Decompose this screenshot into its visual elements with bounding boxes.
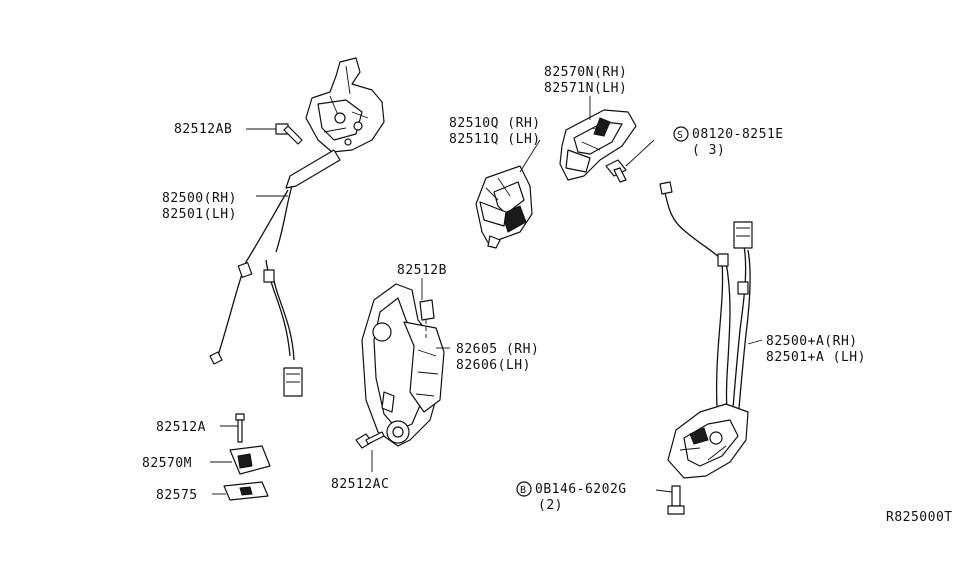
callout-labels: 82512AB 82500(RH) 82501(LH) 82510Q (RH) … bbox=[142, 65, 953, 525]
b-circle-icon bbox=[516, 481, 532, 497]
s-circle-icon bbox=[673, 126, 689, 142]
door-latch-assembly-right bbox=[659, 181, 753, 515]
label-82510q-rh: 82510Q (RH) bbox=[449, 116, 541, 131]
label-82606-lh: 82606(LH) bbox=[456, 358, 531, 373]
latch-bracket-part bbox=[559, 109, 637, 183]
remote-control-bracket bbox=[355, 283, 445, 449]
label-82575: 82575 bbox=[156, 488, 198, 503]
reference-code: R825000T bbox=[886, 510, 953, 525]
small-parts-stack bbox=[223, 413, 271, 501]
label-82501a-lh: 82501+A (LH) bbox=[766, 350, 866, 365]
b-prefix: B bbox=[520, 485, 527, 496]
inside-handle-part bbox=[475, 165, 533, 249]
label-82571n-lh: 82571N(LH) bbox=[544, 81, 627, 96]
label-qty-3: ( 3) bbox=[692, 143, 725, 158]
label-82512AB: 82512AB bbox=[174, 122, 232, 137]
s-prefix: S bbox=[677, 130, 684, 141]
label-qty-2: (2) bbox=[538, 498, 563, 513]
label-82512B: 82512B bbox=[397, 263, 447, 278]
label-82570n-rh: 82570N(RH) bbox=[544, 65, 627, 80]
label-82500a-rh: 82500+A(RH) bbox=[766, 334, 858, 349]
label-82501-lh: 82501(LH) bbox=[162, 207, 237, 222]
leader-lines bbox=[210, 96, 763, 495]
label-82570M: 82570M bbox=[142, 456, 192, 471]
label-82605-rh: 82605 (RH) bbox=[456, 342, 539, 357]
door-latch-assembly-upper bbox=[209, 57, 385, 397]
label-82511q-lh: 82511Q (LH) bbox=[449, 132, 541, 147]
label-0b146-6202g: 0B146-6202G bbox=[535, 482, 627, 497]
label-82500-rh: 82500(RH) bbox=[162, 191, 237, 206]
label-82512AC: 82512AC bbox=[331, 477, 389, 492]
label-08120-8251e: 08120-8251E bbox=[692, 127, 784, 142]
label-82512A: 82512A bbox=[156, 420, 206, 435]
